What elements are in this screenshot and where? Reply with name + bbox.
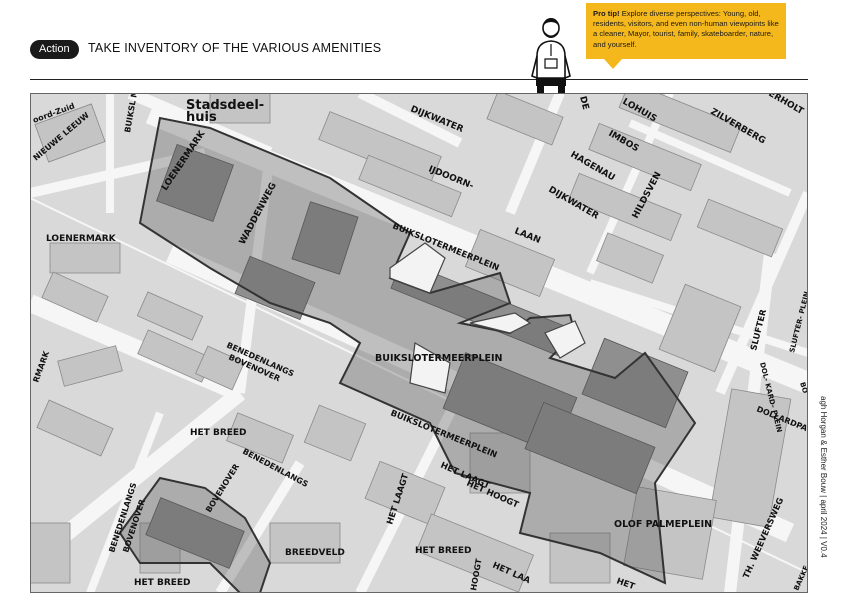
- credit-vertical: agh Horgan & Esther Bouw | april 2024 | …: [819, 396, 840, 596]
- pro-tip-lead: Pro tip!: [593, 9, 620, 18]
- page-header: Action TAKE INVENTORY OF THE VARIOUS AME…: [0, 0, 859, 92]
- label-het-breed-1: HET BREED: [190, 428, 247, 438]
- neighborhood-map: Stadsdeel- huis DIJKWATER IJDOORN- LAAN …: [30, 93, 808, 593]
- label-stadsdeelhuis-2: huis: [186, 110, 217, 125]
- label-bo: BO: [798, 381, 808, 394]
- credit-text: agh Horgan & Esther Bouw | april 2024 | …: [819, 396, 828, 558]
- study-area-outline-2: [118, 476, 272, 593]
- label-olof-palmeplein: OLOF PALMEPLEIN: [614, 519, 712, 530]
- pro-tip-box: Pro tip! Explore diverse perspectives: Y…: [586, 3, 786, 59]
- label-breedveld: BREEDVELD: [285, 548, 345, 558]
- label-stadsdeelhuis-1: Stadsdeel-: [186, 98, 264, 113]
- header-divider: [30, 79, 808, 80]
- pro-tip-text: Explore diverse perspectives: Young, old…: [593, 9, 779, 49]
- label-buiksloter-2: BUIKSLOTERMEERPLEIN: [375, 353, 503, 364]
- pro-tip-pointer: [604, 59, 622, 69]
- core-buildings: [145, 144, 689, 569]
- label-het-breed-3: HET BREED: [415, 546, 472, 556]
- page-title: TAKE INVENTORY OF THE VARIOUS AMENITIES: [88, 41, 382, 55]
- label-de: DE: [577, 95, 590, 111]
- plaza-cutouts: [389, 242, 586, 394]
- label-het-breed-2: HET BREED: [134, 578, 191, 588]
- label-loenermark-2: LOENERMARK: [46, 234, 117, 244]
- action-badge: Action: [30, 40, 79, 59]
